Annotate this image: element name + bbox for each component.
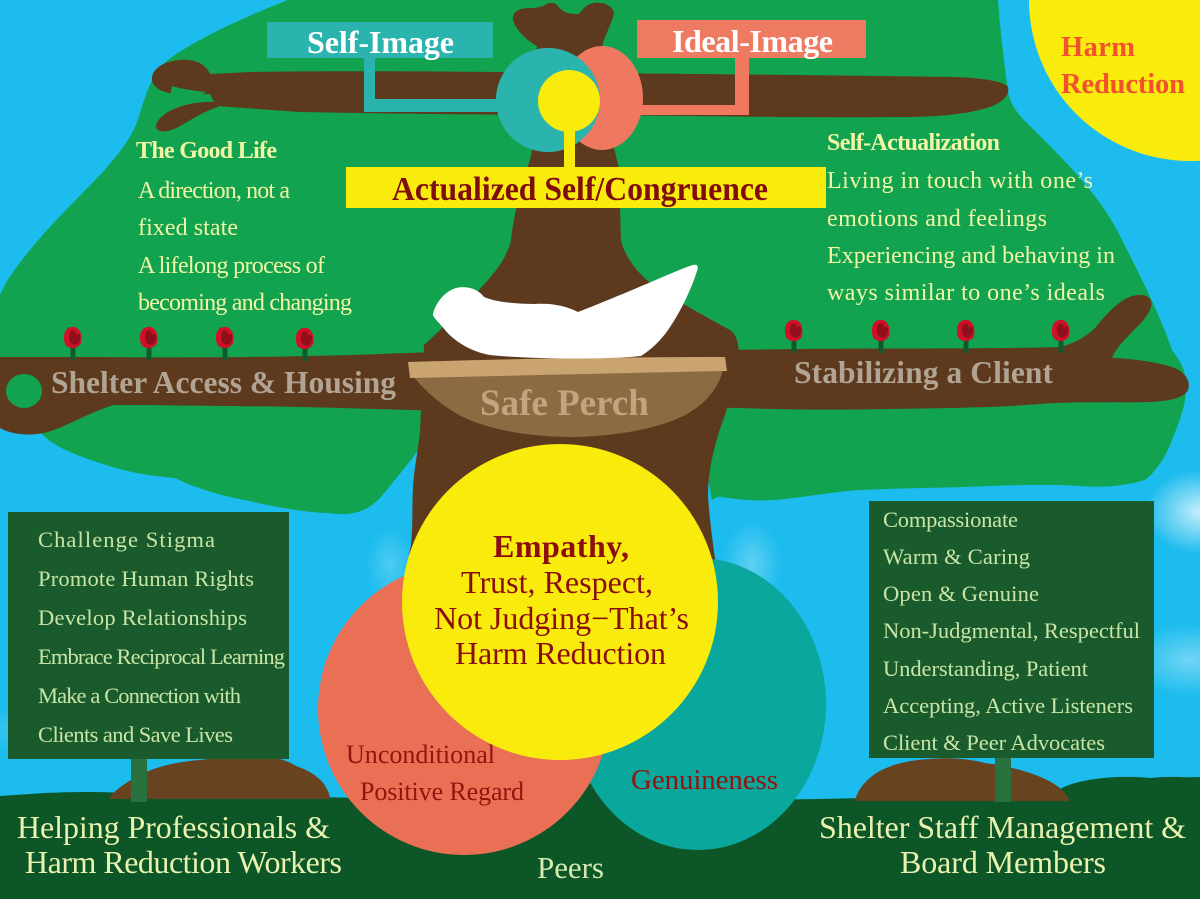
svg-text:A lifelong process of: A lifelong process of [138,253,325,279]
svg-text:Stabilizing a Client: Stabilizing a Client [794,355,1054,390]
svg-text:Actualized Self/Congruence: Actualized Self/Congruence [392,171,768,208]
svg-text:Compassionate: Compassionate [883,507,1018,532]
svg-text:Open & Genuine: Open & Genuine [883,581,1039,606]
svg-text:Self-Actualization: Self-Actualization [827,130,1000,156]
svg-text:Self-Image: Self-Image [307,24,454,60]
svg-text:Not Judging−That’s: Not Judging−That’s [434,600,689,636]
svg-text:Genuineness: Genuineness [631,764,778,796]
svg-text:Peers: Peers [537,850,604,885]
svg-text:Shelter Access & Housing: Shelter Access & Housing [51,365,396,400]
svg-text:Unconditional: Unconditional [346,740,495,769]
svg-text:Accepting, Active Listeners: Accepting, Active Listeners [883,693,1133,718]
svg-text:Non-Judgmental, Respectful: Non-Judgmental, Respectful [883,618,1140,643]
svg-text:A direction, not a: A direction, not a [138,178,290,204]
svg-text:Harm: Harm [1061,32,1135,63]
svg-text:Understanding, Patient: Understanding, Patient [883,656,1089,681]
svg-text:Empathy,: Empathy, [493,528,629,564]
svg-text:Make a Connection with: Make a Connection with [38,683,241,708]
svg-text:The Good Life: The Good Life [136,138,277,164]
svg-text:Safe Perch: Safe Perch [480,383,649,424]
svg-text:Clients and Save Lives: Clients and Save Lives [38,722,233,747]
svg-text:Board Members: Board Members [900,844,1106,880]
svg-text:Reduction: Reduction [1061,69,1185,100]
svg-text:Living in touch with one’s: Living in touch with one’s [827,168,1093,194]
svg-text:fixed state: fixed state [138,215,238,241]
svg-text:Challenge Stigma: Challenge Stigma [38,527,215,552]
svg-text:emotions and feelings: emotions and feelings [827,206,1047,232]
svg-text:Embrace Reciprocal Learning: Embrace Reciprocal Learning [38,644,285,669]
svg-text:Experiencing and behaving in: Experiencing and behaving in [827,243,1115,269]
svg-text:Develop Relationships: Develop Relationships [38,605,247,630]
svg-text:Positive Regard: Positive Regard [360,777,524,806]
svg-text:Client & Peer Advocates: Client & Peer Advocates [883,730,1105,755]
svg-text:Trust, Respect,: Trust, Respect, [461,564,653,600]
svg-text:Warm & Caring: Warm & Caring [883,544,1030,569]
svg-text:Shelter Staff Management &: Shelter Staff Management & [819,809,1186,845]
svg-text:ways similar to one’s ideals: ways similar to one’s ideals [827,280,1105,306]
svg-text:becoming and changing: becoming and changing [138,290,352,316]
svg-text:Harm Reduction: Harm Reduction [455,635,666,671]
svg-text:Promote Human Rights: Promote Human Rights [38,566,254,591]
svg-text:Helping Professionals &: Helping Professionals & [17,809,330,845]
svg-text:Harm Reduction Workers: Harm Reduction Workers [25,844,342,880]
svg-text:Ideal-Image: Ideal-Image [672,23,833,59]
